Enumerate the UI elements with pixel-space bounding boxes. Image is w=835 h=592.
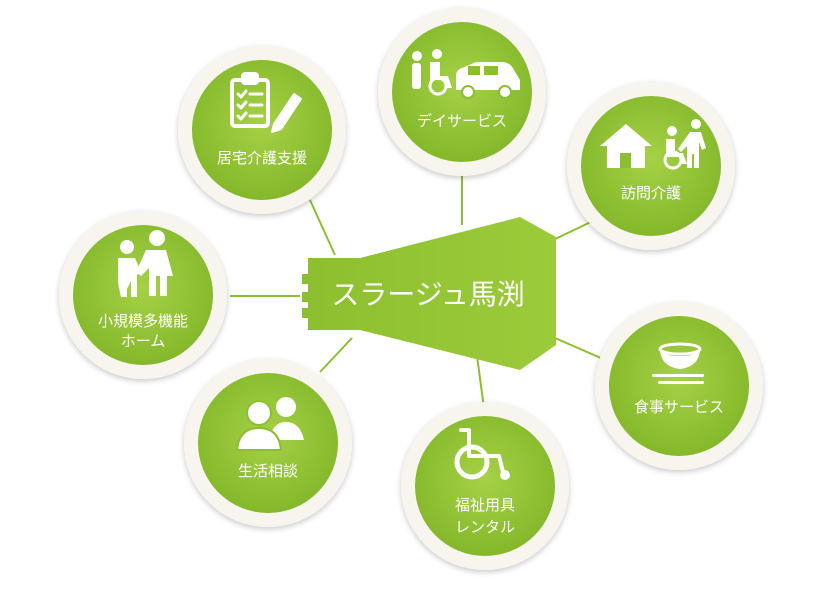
- node-shoku[interactable]: 食事サービス: [595, 302, 763, 470]
- node-day[interactable]: デイサービス: [378, 8, 546, 176]
- house-caregiver-icon: [600, 119, 706, 170]
- wheelchair-icon: [454, 428, 510, 480]
- connector-kyotaku: [309, 199, 336, 256]
- connector-seikatsu: [319, 337, 353, 373]
- node-disc: [73, 225, 213, 365]
- center-node: スラージュ馬渕: [302, 217, 556, 370]
- center-label: スラージュ馬渕: [331, 278, 524, 311]
- connectors: [230, 172, 611, 409]
- connector-houmon: [552, 219, 596, 241]
- node-kyotaku[interactable]: 居宅介護支援: [178, 46, 346, 214]
- rice-bowl-chopsticks-icon: [652, 342, 704, 384]
- node-label: デイサービス: [417, 112, 507, 130]
- node-label: ホーム: [121, 332, 166, 350]
- node-label: レンタル: [455, 518, 515, 536]
- node-label: 訪問介護: [621, 184, 681, 202]
- node-houmon[interactable]: 訪問介護: [567, 82, 735, 250]
- node-shoukibo[interactable]: 小規模多機能 ホーム: [59, 211, 227, 379]
- connector-fukushi: [476, 355, 485, 409]
- consultation-people-icon: [235, 397, 304, 451]
- node-disc: [581, 96, 721, 236]
- clipboard-pencil-icon: [230, 72, 302, 133]
- node-disc: [609, 316, 749, 456]
- node-disc: [415, 416, 555, 556]
- node-label: 福祉用具: [455, 496, 515, 514]
- center-shape: [302, 217, 556, 370]
- node-label: 食事サービス: [634, 398, 724, 416]
- node-label: 居宅介護支援: [217, 149, 307, 167]
- node-seikatsu[interactable]: 生活相談: [184, 359, 352, 527]
- caregiver-assist-icon: [118, 230, 173, 297]
- wheelchair-van-icon: [412, 49, 520, 99]
- node-label: 生活相談: [238, 462, 298, 480]
- node-fukushi[interactable]: 福祉用具 レンタル: [401, 402, 569, 570]
- node-label: 小規模多機能: [98, 312, 188, 330]
